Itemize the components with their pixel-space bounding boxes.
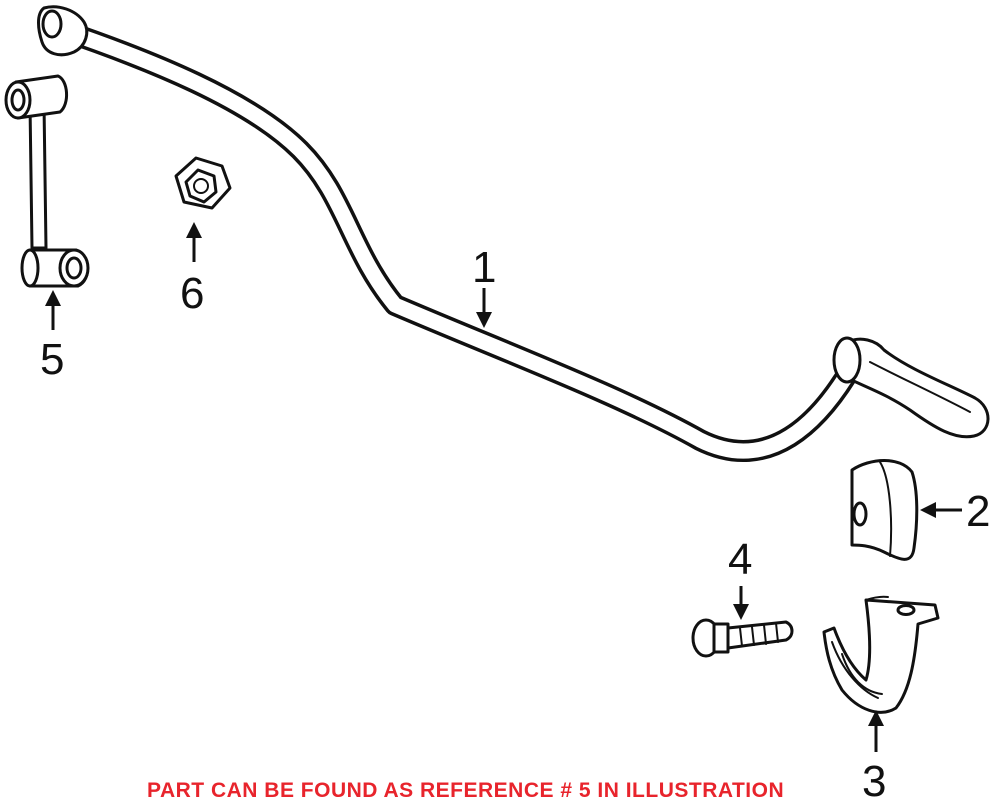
callout-4: 4: [728, 535, 752, 584]
callout-5: 5: [40, 335, 64, 384]
callout-3: 3: [862, 757, 886, 806]
leader-arrows: [45, 222, 962, 752]
callout-6: 6: [180, 269, 204, 318]
stabilizer-bar: [37, 5, 990, 462]
stabilizer-bar-left-end: [37, 5, 89, 57]
stabilizer-link: [4, 74, 90, 288]
stabilizer-bar-outline: [51, 19, 861, 462]
bracket: [822, 595, 940, 714]
nut: [174, 156, 232, 210]
stabilizer-bar-core: [54, 22, 858, 459]
stabilizer-bar-right-end: [832, 336, 990, 439]
reference-note: PART CAN BE FOUND AS REFERENCE # 5 IN IL…: [147, 779, 784, 802]
callout-1: 1: [472, 243, 496, 292]
callout-2: 2: [966, 487, 990, 536]
bolt: [691, 618, 794, 658]
bushing: [850, 459, 919, 561]
